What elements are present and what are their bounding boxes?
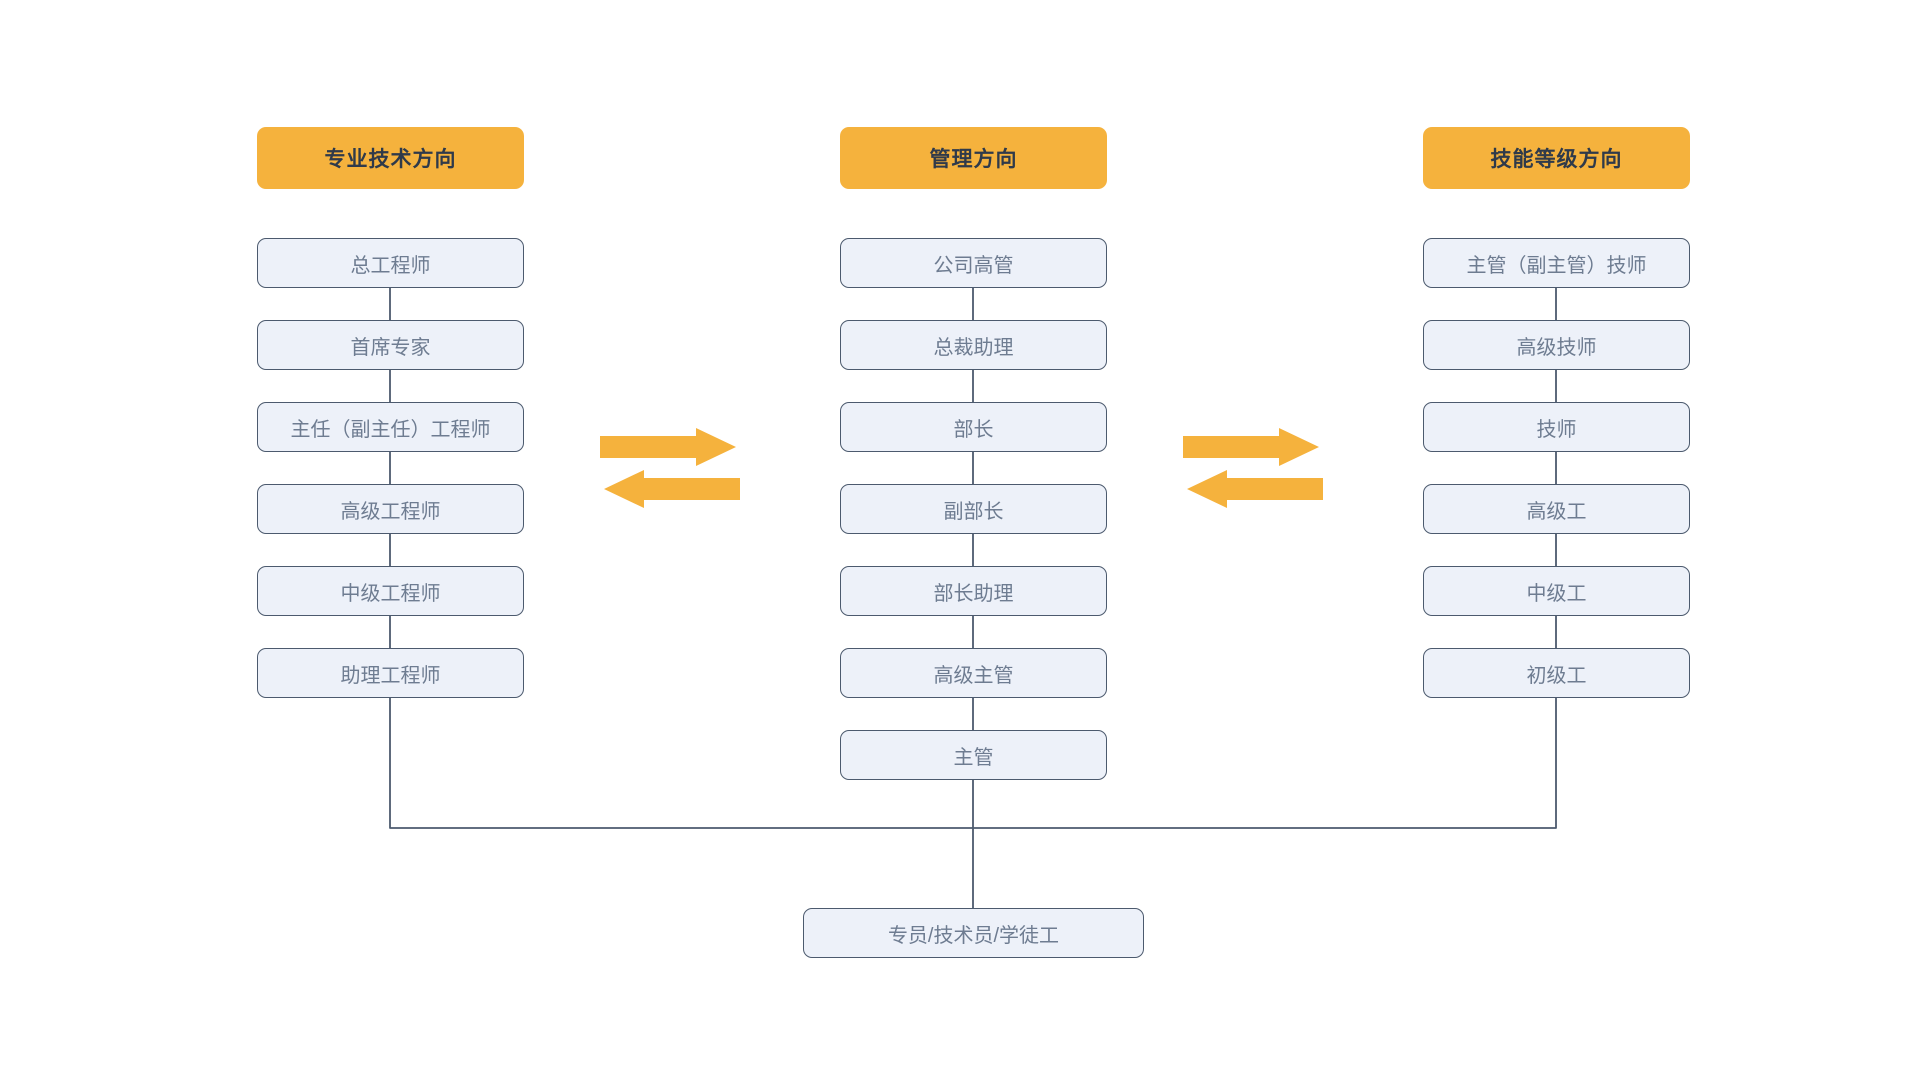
node-professional-technical-3[interactable]: 高级工程师 <box>257 484 524 534</box>
column-header-management: 管理方向 <box>840 127 1107 189</box>
node-skill-level-5[interactable]: 初级工 <box>1423 648 1690 698</box>
node-professional-technical-1[interactable]: 首席专家 <box>257 320 524 370</box>
node-skill-level-3[interactable]: 高级工 <box>1423 484 1690 534</box>
node-professional-technical-2[interactable]: 主任（副主任）工程师 <box>257 402 524 452</box>
node-professional-technical-4[interactable]: 中级工程师 <box>257 566 524 616</box>
node-skill-level-1[interactable]: 高级技师 <box>1423 320 1690 370</box>
node-entry-level[interactable]: 专员/技术员/学徒工 <box>803 908 1144 958</box>
transfer-arrow-middle-right <box>1183 428 1323 508</box>
node-management-6[interactable]: 主管 <box>840 730 1107 780</box>
column-header-professional-technical: 专业技术方向 <box>257 127 524 189</box>
arrow-right-icon <box>600 428 736 466</box>
node-management-3[interactable]: 副部长 <box>840 484 1107 534</box>
node-professional-technical-5[interactable]: 助理工程师 <box>257 648 524 698</box>
arrow-left-icon <box>604 470 740 508</box>
node-skill-level-2[interactable]: 技师 <box>1423 402 1690 452</box>
arrow-right-icon <box>1183 428 1319 466</box>
node-management-5[interactable]: 高级主管 <box>840 648 1107 698</box>
node-professional-technical-0[interactable]: 总工程师 <box>257 238 524 288</box>
node-management-0[interactable]: 公司高管 <box>840 238 1107 288</box>
arrow-left-icon <box>1187 470 1323 508</box>
column-header-skill-level: 技能等级方向 <box>1423 127 1690 189</box>
node-skill-level-4[interactable]: 中级工 <box>1423 566 1690 616</box>
node-management-4[interactable]: 部长助理 <box>840 566 1107 616</box>
node-management-1[interactable]: 总裁助理 <box>840 320 1107 370</box>
node-management-2[interactable]: 部长 <box>840 402 1107 452</box>
node-skill-level-0[interactable]: 主管（副主管）技师 <box>1423 238 1690 288</box>
transfer-arrow-left-middle <box>600 428 740 508</box>
